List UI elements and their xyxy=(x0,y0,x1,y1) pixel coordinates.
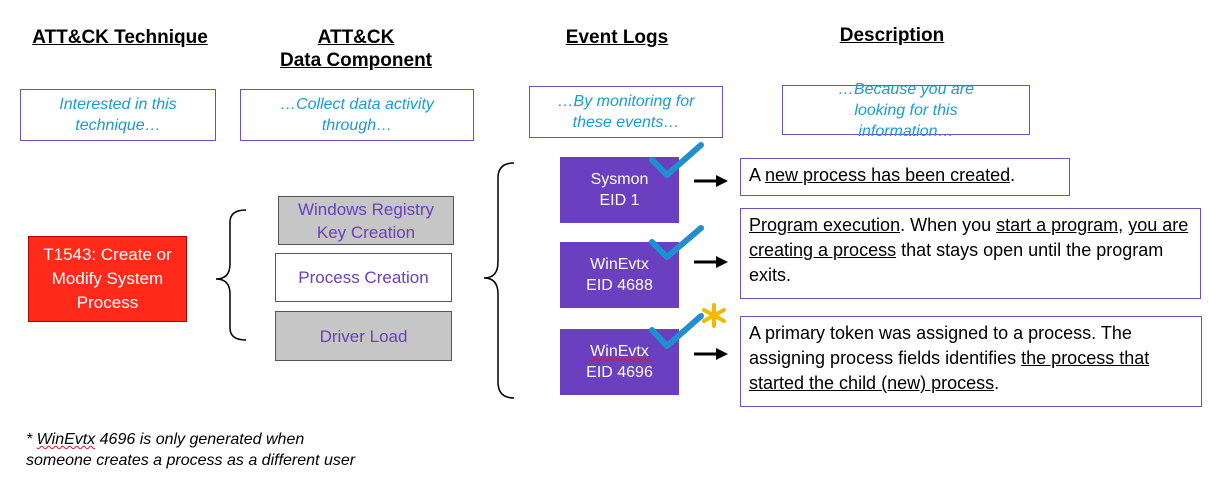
arrow-icon xyxy=(694,348,728,360)
component-driver-load: Driver Load xyxy=(275,311,452,361)
component-windows-registry-key-creation: Windows Registry Key Creation xyxy=(278,196,454,245)
subheader-description: …Because you are looking for this inform… xyxy=(782,81,1030,140)
event-source: WinEvtx xyxy=(590,256,649,273)
header-event-logs: Event Logs xyxy=(565,27,669,48)
footnote: * WinEvtx 4696 is only generated when so… xyxy=(26,431,356,469)
header-data-component-line2: Data Component xyxy=(280,50,432,71)
description-new-process: A new process has been created. xyxy=(740,158,1070,196)
header-data-component: ATT&CK Data Component xyxy=(256,26,456,72)
event-source: WinEvtx xyxy=(590,343,649,360)
event-id: EID 4696 xyxy=(586,364,653,381)
bracket-events xyxy=(483,162,515,399)
arrow-icon xyxy=(694,256,728,268)
asterisk-icon xyxy=(702,303,726,328)
checkmark-icon xyxy=(649,313,704,349)
header-technique: ATT&CK Technique xyxy=(32,27,208,48)
subheader-technique: Interested in this technique… xyxy=(20,89,216,141)
event-winevtx-eid-4696: WinEvtx EID 4696 xyxy=(560,329,679,395)
technique-box: T1543: Create or Modify System Process xyxy=(28,236,187,322)
header-data-component-line1: ATT&CK xyxy=(317,27,395,48)
arrow-icon xyxy=(694,175,728,187)
description-program-execution: Program execution. When you start a prog… xyxy=(740,208,1201,299)
checkmark-icon xyxy=(649,225,704,260)
event-id: EID 1 xyxy=(599,192,640,209)
subheader-data-component: …Collect data activity through… xyxy=(240,89,474,141)
subheader-event-logs: …By monitoring for these events… xyxy=(529,86,723,138)
header-description: Description xyxy=(839,25,945,46)
component-process-creation: Process Creation xyxy=(275,253,452,302)
event-source: Sysmon xyxy=(590,171,649,188)
event-id: EID 4688 xyxy=(586,277,653,294)
bracket-components xyxy=(215,209,247,341)
checkmark-icon xyxy=(649,142,704,178)
description-primary-token: A primary token was assigned to a proces… xyxy=(740,316,1202,407)
